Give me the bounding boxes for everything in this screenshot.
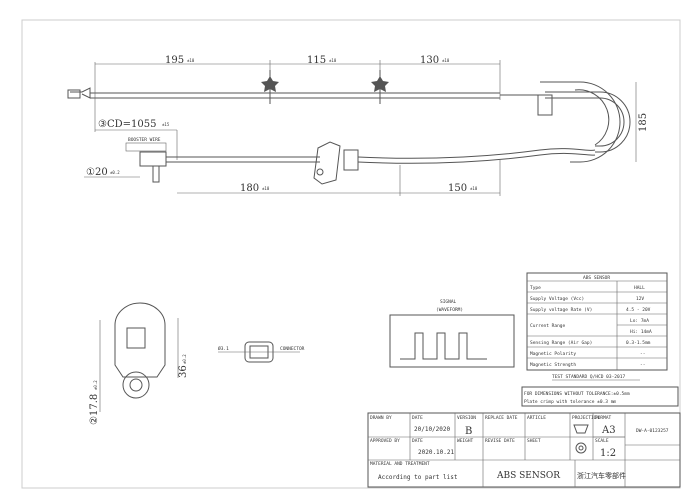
- tol-text: ±10: [187, 58, 195, 63]
- bracket-height-label: 36: [178, 365, 189, 378]
- spec-value: 4.5 - 20V: [626, 307, 651, 313]
- material-label: MATERIAL AND TREATMENT: [370, 461, 430, 467]
- spec-table-title: ABS SENSOR: [583, 275, 610, 281]
- spec-value: --: [640, 352, 645, 357]
- spec-value: 0.3-1.5mm: [626, 340, 651, 346]
- bracket-view: ②17.8 ±0.2 36 ±0.2: [89, 302, 189, 425]
- dim-150: 150: [448, 183, 467, 194]
- tol-text: ±10: [470, 186, 478, 191]
- loop-height-dimension: 185: [635, 82, 649, 162]
- date-label: DATE: [412, 415, 423, 421]
- title-block: DRAWN BY DATE 20/10/2020 VERSION B REPLA…: [367, 412, 681, 488]
- connector-length-dimension: ①20 ±0.2: [84, 167, 140, 178]
- spec-table: ABS SENSOR Type HALL Supply Voltage (Vcc…: [521, 272, 679, 407]
- spec-value: Hi: 14mA: [630, 329, 652, 335]
- tol-text: ±0.2: [93, 380, 98, 390]
- spec-value: --: [640, 363, 645, 368]
- test-standard: TEST STANDARD Q/HCD 03-2017: [552, 374, 625, 380]
- spec-row: Supply voltage Rate (V) 4.5 - 20V: [527, 307, 667, 315]
- spec-row: Sensing Range (Air Gap) 0.3-1.5mm: [527, 340, 667, 348]
- tol-text: ±10: [442, 58, 450, 63]
- connector-label: BOOSTER WIRE: [128, 137, 161, 143]
- spec-value: 12V: [636, 296, 644, 302]
- part-number: DW-A-0123257: [636, 428, 669, 434]
- sensor-cable-upper: [67, 81, 631, 163]
- projection-label: PROJECTION: [572, 415, 599, 421]
- weight-label: WEIGHT: [457, 438, 474, 444]
- dim-185: 185: [638, 113, 649, 132]
- bracket-width-label: ②17.8: [89, 394, 100, 425]
- scale-label: SCALE: [595, 438, 609, 444]
- connector-end-view: Ø3.1 CONNECTOR: [218, 341, 305, 363]
- date-value: 2020.10.21: [418, 449, 455, 456]
- dim-115: 115: [307, 55, 326, 66]
- top-dimension-line: 195 ±10 115 ±10 130 ±10: [94, 55, 501, 132]
- company-name: 浙江汽车零部件: [577, 471, 626, 480]
- spec-label: Magnetic Strength: [530, 362, 576, 368]
- revise-date-label: REVISE DATE: [485, 438, 515, 444]
- spec-label: Magnetic Polarity: [530, 351, 576, 357]
- signal-waveform: SIGNAL (WAVEFORM): [389, 299, 515, 368]
- spec-row: Type HALL: [527, 285, 667, 293]
- cable-length-label: ③CD=1055: [98, 119, 156, 130]
- tol-text: ±0.2: [110, 170, 120, 175]
- version-label: VERSION: [457, 415, 476, 421]
- format-value: A3: [601, 425, 616, 436]
- tol-text: ±10: [329, 58, 337, 63]
- spec-value: Lo: 7mA: [630, 318, 649, 324]
- scale-value: 1:2: [600, 448, 616, 459]
- spec-row: Supply Voltage (Vcc) 12V: [527, 296, 667, 304]
- format-label: FORMAT: [595, 415, 612, 421]
- spec-label: Supply Voltage (Vcc): [530, 296, 584, 302]
- tol-text: ±15: [162, 122, 170, 127]
- spec-label: Supply voltage Rate (V): [530, 307, 592, 313]
- grommet-clip-2: [371, 70, 389, 104]
- projection-symbol-icon: [573, 424, 589, 454]
- date-value: 20/10/2020: [414, 426, 451, 433]
- tolerance-note-2: Plate crimp with tolerance ±0.3 mm: [524, 399, 616, 405]
- approved-by-label: APPROVED BY: [370, 438, 400, 444]
- dim-180: 180: [240, 183, 259, 194]
- bottom-dimension-line: 180 ±10 150 ±10: [177, 160, 501, 196]
- cable-length-dimension: ③CD=1055 ±15: [95, 119, 178, 160]
- spec-label: Current Range: [530, 323, 566, 329]
- material-value: According to part list: [378, 474, 458, 481]
- signal-subtitle: (WAVEFORM): [436, 307, 463, 313]
- spec-label: Type: [530, 285, 541, 291]
- date-label: DATE: [412, 438, 423, 444]
- grommet-clip-1: [261, 70, 279, 104]
- part-name: ABS SENSOR: [496, 471, 560, 481]
- sensor-cable-lower: BOOSTER WIRE: [125, 137, 596, 185]
- connector-length-label: ①20: [86, 167, 108, 178]
- spec-row: Magnetic Polarity --: [527, 351, 667, 359]
- spec-label: Sensing Range (Air Gap): [530, 340, 592, 346]
- sheet-label: SHEET: [527, 438, 541, 444]
- dim-130: 130: [420, 55, 439, 66]
- end-view-label-right: CONNECTOR: [280, 346, 305, 352]
- version-value: B: [465, 426, 472, 437]
- spec-row: Current Range Lo: 7mA Hi: 14mA: [527, 318, 667, 337]
- article-label: ARTICLE: [527, 415, 546, 421]
- spec-value: HALL: [634, 285, 645, 291]
- end-view-label-left: Ø3.1: [218, 345, 229, 352]
- tolerance-note-1: FOR DIMENSIONS WITHOUT TOLERANCE:±0.5mm: [524, 391, 630, 397]
- spec-row: Magnetic Strength --: [530, 362, 645, 368]
- drawn-by-label: DRAWN BY: [370, 415, 392, 421]
- signal-title: SIGNAL: [440, 299, 457, 305]
- replace-date-label: REPLACE DATE: [485, 415, 518, 421]
- tol-text: ±10: [262, 186, 270, 191]
- tol-text: ±0.2: [182, 354, 187, 364]
- dim-195: 195: [165, 55, 184, 66]
